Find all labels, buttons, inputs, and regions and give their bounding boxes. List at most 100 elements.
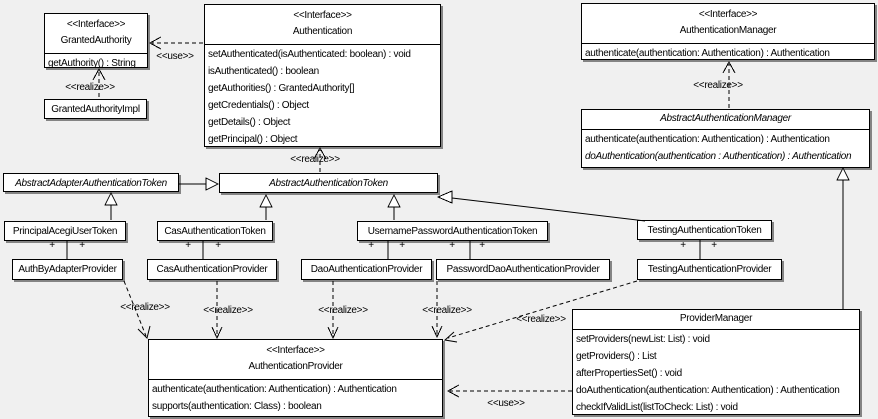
method-row: authenticate(authentication: Authenticat…: [152, 384, 397, 395]
method-row: doAuthentication(authentication : Authen…: [585, 151, 852, 162]
realize-label: <<realize>>: [693, 80, 743, 91]
method-row: getAuthority() : String: [48, 58, 136, 69]
class-header: GrantedAuthorityImpl: [45, 100, 146, 120]
realize-label: <<realize>>: [120, 302, 170, 313]
method-row: setAuthenticated(isAuthenticated: boolea…: [208, 49, 411, 60]
class-cas-authentication-provider: CasAuthenticationProvider: [147, 259, 277, 280]
class-header: UsernamePasswordAuthenticationToken: [358, 222, 547, 242]
class-name: ProviderManager: [679, 313, 753, 324]
class-name: PasswordDaoAuthenticationProvider: [446, 264, 600, 275]
class-header: PrincipalAcegiUserToken: [5, 222, 125, 242]
class-name: AbstractAuthenticationToken: [269, 178, 388, 189]
generalization-triangle-icon: [836, 166, 850, 181]
class-granted-authority-impl: GrantedAuthorityImpl: [44, 99, 147, 119]
class-password-dao-authentication-provider: PasswordDaoAuthenticationProvider: [436, 259, 610, 280]
class-name: AuthenticationManager: [679, 25, 777, 36]
open-arrowhead-icon: [148, 36, 162, 50]
realize-label: <<realize>>: [65, 82, 115, 93]
stereotype-label: <<Interface>>: [66, 19, 126, 30]
class-name: Authentication: [292, 26, 353, 37]
class-header: <<Interface>> GrantedAuthority: [45, 14, 147, 54]
class-username-password-authentication-token: UsernamePasswordAuthenticationToken: [357, 221, 548, 241]
class-authentication-provider: <<Interface>> AuthenticationProvider aut…: [148, 339, 443, 417]
generalization-triangle-icon: [104, 191, 118, 206]
plus-multiplicity: +: [449, 240, 455, 251]
method-row: getPrincipal() : Object: [208, 134, 298, 145]
stereotype-label: <<Interface>>: [293, 10, 352, 21]
class-header: PasswordDaoAuthenticationProvider: [437, 260, 609, 280]
method-row: authenticate(authentication: Authenticat…: [585, 48, 830, 59]
class-name: UsernamePasswordAuthenticationToken: [367, 226, 538, 237]
class-header: AbstractAuthenticationToken: [220, 174, 437, 194]
class-name: AbstractAdapterAuthenticationToken: [15, 178, 167, 189]
method-row: getAuthorities() : GrantedAuthority[]: [208, 83, 355, 94]
class-principal-acegi-user-token: PrincipalAcegiUserToken: [4, 221, 126, 241]
plus-multiplicity: +: [711, 240, 717, 251]
class-cas-authentication-token: CasAuthenticationToken: [157, 221, 273, 241]
class-header: AbstractAdapterAuthenticationToken: [4, 174, 178, 194]
class-header: <<Interface>> AuthenticationProvider: [149, 340, 442, 380]
plus-multiplicity: +: [79, 240, 85, 251]
class-name: AuthByAdapterProvider: [18, 264, 117, 275]
use-label: <<use>>: [487, 398, 525, 409]
class-header: ProviderManager: [573, 310, 859, 330]
methods-compartment: authenticate(authentication: Authenticat…: [149, 380, 442, 415]
class-abstract-authentication-token: AbstractAuthenticationToken: [219, 173, 438, 193]
realize-label: <<realize>>: [422, 305, 472, 316]
method-row: getProviders() : List: [576, 351, 657, 362]
class-testing-authentication-token: TestingAuthenticationToken: [637, 220, 772, 240]
open-arrowhead-icon: [443, 331, 458, 343]
class-authentication: <<Interface>> Authentication setAuthenti…: [204, 4, 441, 147]
class-auth-by-adapter-provider: AuthByAdapterProvider: [12, 259, 123, 280]
class-abstract-adapter-authentication-token: AbstractAdapterAuthenticationToken: [3, 173, 179, 192]
realize-label: <<realize>>: [318, 305, 368, 316]
class-name: CasAuthenticationToken: [164, 226, 266, 237]
class-header: AbstractAuthenticationManager: [582, 110, 869, 130]
generalization-triangle-icon: [259, 193, 273, 208]
edge-generalize-testing-token: [451, 197, 646, 222]
class-name: GrantedAuthorityImpl: [51, 104, 140, 115]
generalization-triangle-icon: [205, 177, 220, 191]
realize-label: <<realize>>: [203, 305, 253, 316]
method-row: getCredentials() : Object: [208, 100, 309, 111]
plus-multiplicity: +: [215, 240, 221, 251]
methods-compartment: setAuthenticated(isAuthenticated: boolea…: [205, 45, 440, 148]
method-row: setProviders(newList: List) : void: [576, 334, 710, 345]
method-row: checkIfValidList(listToCheck: List) : vo…: [576, 402, 738, 413]
class-header: <<Interface>> AuthenticationManager: [582, 4, 874, 44]
plus-multiplicity: +: [680, 240, 686, 251]
method-row: supports(authentication: Class) : boolea…: [152, 401, 322, 412]
open-arrowhead-icon: [211, 326, 223, 340]
plus-multiplicity: +: [49, 240, 55, 251]
realize-label: <<realize>>: [290, 154, 340, 165]
method-row: doAuthentication(authentication: Authent…: [576, 385, 840, 396]
generalization-triangle-icon: [387, 193, 401, 208]
class-name: AuthenticationProvider: [248, 361, 343, 372]
open-arrowhead-icon: [327, 326, 339, 340]
class-header: TestingAuthenticationProvider: [638, 260, 781, 280]
class-header: AuthByAdapterProvider: [13, 260, 122, 280]
class-header: TestingAuthenticationToken: [638, 221, 771, 241]
class-header: <<Interface>> Authentication: [205, 5, 440, 45]
class-authentication-manager: <<Interface>> AuthenticationManager auth…: [581, 3, 875, 60]
plus-multiplicity: +: [479, 240, 485, 251]
stereotype-label: <<Interface>>: [698, 9, 758, 20]
methods-compartment: authenticate(authentication: Authenticat…: [582, 44, 874, 62]
methods-compartment: getAuthority() : String: [45, 54, 147, 72]
open-arrowhead-icon: [446, 384, 460, 398]
methods-compartment: authenticate(authentication: Authenticat…: [582, 130, 869, 165]
plus-multiplicity: +: [399, 240, 405, 251]
method-row: afterPropertiesSet() : void: [576, 368, 682, 379]
method-row: getDetails() : Object: [208, 117, 291, 128]
class-header: CasAuthenticationProvider: [148, 260, 276, 280]
open-arrowhead-icon: [431, 325, 443, 339]
class-name: TestingAuthenticationProvider: [647, 264, 772, 275]
generalization-triangle-icon: [436, 190, 453, 204]
plus-multiplicity: +: [185, 240, 191, 251]
class-name: DaoAuthenticationProvider: [310, 264, 423, 275]
class-header: CasAuthenticationToken: [158, 222, 272, 242]
method-row: authenticate(authentication: Authenticat…: [585, 134, 830, 145]
class-granted-authority: <<Interface>> GrantedAuthority getAuthor…: [44, 13, 148, 69]
plus-multiplicity: +: [368, 240, 374, 251]
